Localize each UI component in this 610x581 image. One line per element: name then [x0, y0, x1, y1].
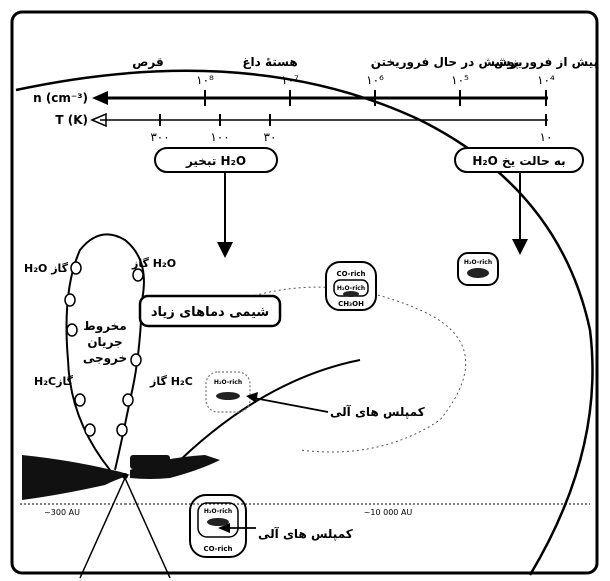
temperature-ticks: ۱۰ ۳۰ ۱۰۰ ۳۰۰: [150, 114, 552, 144]
density-axis-arrow: [92, 91, 108, 105]
outflow-line-left: [79, 477, 126, 579]
cone-bump: [66, 323, 78, 337]
temperature-tick-label: ۳۰۰: [150, 130, 169, 144]
freeze-label: H₂O به حالت یخ: [472, 154, 565, 168]
density-tick-label: ۱۰⁴: [537, 73, 555, 87]
grain-h2o-rich: H₂O-rich: [204, 508, 232, 515]
ice-grain-hot-core: H₂O-rich: [205, 371, 251, 413]
hot-chemistry-box: [138, 294, 282, 328]
grain-core: [343, 291, 359, 297]
disk-right-block: [130, 455, 170, 469]
organic-arrow-upper-shaft: [253, 397, 329, 413]
cone-bump: [70, 261, 82, 275]
grain-core: [216, 392, 240, 400]
protostar: [122, 473, 128, 479]
cone-bump: [74, 393, 86, 407]
density-tick-label: ۱۰⁶: [366, 73, 384, 87]
cone-bump: [84, 423, 96, 437]
organic-complexes-label-upper: کمپلس های آلی: [330, 404, 425, 419]
stage-collapsing-envelope: پوشش در حال فروریختن: [371, 55, 520, 70]
outflow-cone-bumps: [64, 261, 144, 437]
stage-disk: قرص: [132, 55, 163, 69]
density-tick-label: ۱۰⁸: [196, 73, 214, 87]
evaporation-box: [154, 147, 278, 173]
organic-arrow-upper-head: [246, 392, 258, 403]
cone-bump: [122, 393, 134, 407]
hot-chemistry-label: شیمی دماهای زیاد: [151, 305, 269, 320]
ice-grain-envelope: CO-rich H₂O-rich CH₃OH: [325, 261, 377, 311]
scale-label-left: ~300 AU: [44, 508, 80, 517]
grain-outer: [205, 371, 251, 413]
cone-bump: [132, 268, 144, 282]
gas-label-h2o-left: H₂O گاز: [24, 262, 69, 275]
temperature-axis-arrow: [90, 112, 107, 128]
scale-label-right: ~10 000 AU: [364, 508, 413, 517]
gas-label-h2o-right: گاز H₂O: [131, 257, 176, 270]
grain-h2o-rich: H₂O-rich: [214, 379, 242, 386]
density-axis-label: n (cm⁻³): [33, 91, 88, 105]
density-tick-label: ۱۰⁷: [281, 73, 299, 87]
organic-complexes-label-lower: کمپلس های آلی: [258, 526, 353, 541]
density-ticks: ۱۰⁴ ۱۰⁵ ۱۰⁶ ۱۰⁷ ۱۰⁸: [196, 73, 555, 106]
cone-bump: [130, 353, 142, 367]
organic-arrow-lower-head: [218, 523, 230, 533]
density-tick-label: ۱۰⁵: [451, 73, 469, 87]
evaporation-label: تبخیر H₂O: [185, 154, 246, 168]
outflow-cone-line-1: مخروط: [83, 319, 126, 334]
outflow-cone-line-2: جریان: [87, 335, 122, 349]
stage-hot-core: هستهٔ داغ: [242, 55, 297, 69]
gas-label-h2co-left: H₂Cگاز: [34, 375, 74, 388]
cone-bump: [64, 293, 76, 307]
grain-co-rich: CO-rich: [203, 545, 232, 553]
outflow-cone-line-3: خروجی: [83, 351, 127, 366]
temperature-tick-label: ۱۰۰: [210, 130, 229, 144]
inner-envelope-dashed: [239, 286, 467, 453]
ice-grain-disk: H₂O-rich CO-rich: [189, 494, 247, 558]
temperature-axis-label: T (K): [55, 113, 88, 127]
grain-h2o-rich: H₂O-rich: [464, 259, 492, 266]
temperature-tick-label: ۱۰: [540, 130, 553, 144]
grain-h2o-rich: H₂O-rich: [337, 285, 365, 292]
gas-label-h2co-right: گاز H₂C: [149, 375, 193, 388]
evaporation-arrowhead: [217, 242, 233, 258]
stage-pre-collapse: پیش از فروریزش: [494, 55, 598, 70]
freeze-arrowhead: [512, 239, 528, 255]
cone-bump: [116, 423, 128, 437]
grain-core: [467, 268, 489, 278]
outflow-line-right: [124, 477, 171, 579]
ice-grain-pre-collapse: H₂O-rich: [457, 252, 499, 286]
diagram-border: [10, 10, 599, 575]
disk-right: [130, 455, 220, 479]
grain-ch3oh: CH₃OH: [338, 300, 364, 308]
hot-core-curve: [169, 359, 361, 471]
disk-left: [22, 455, 130, 500]
grain-core: [207, 518, 229, 526]
grain-co-rich: CO-rich: [336, 270, 365, 278]
temperature-tick-label: ۳۰: [264, 130, 277, 144]
envelope-boundary: [15, 69, 594, 576]
